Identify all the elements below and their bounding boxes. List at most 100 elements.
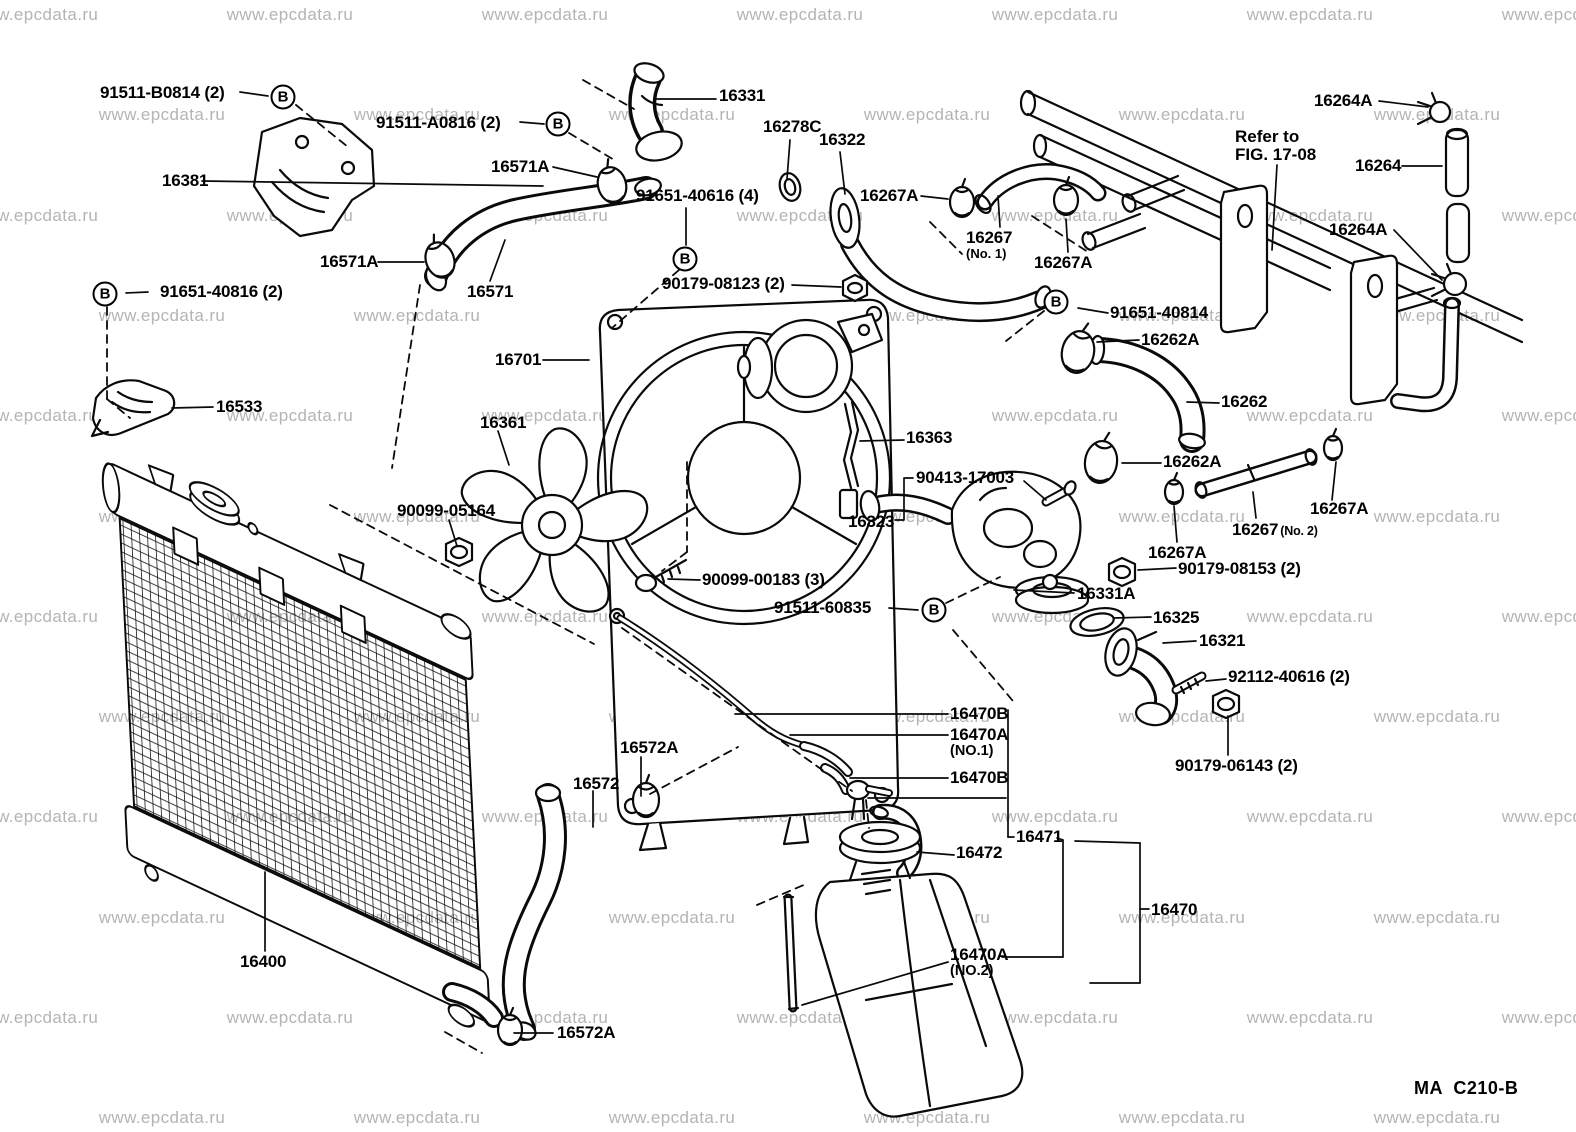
watermark-text: www.epcdata.ru — [1501, 1008, 1576, 1027]
part-number: 91651-40816 (2) — [160, 282, 283, 301]
radiator-drawing — [101, 462, 491, 1028]
watermark-text: www.epcdata.ru — [98, 305, 226, 325]
part-label-16572A-1: 16572A — [620, 738, 679, 757]
part-number: 91511-60835 — [774, 598, 872, 617]
part-label-16471: 16471 — [1016, 827, 1063, 846]
part-number: 16470B — [950, 704, 1009, 723]
upper-hose-16571-drawing — [424, 176, 662, 292]
part-label-16321: 16321 — [1199, 631, 1245, 650]
part-label-16361: 16361 — [480, 413, 526, 432]
lower-hose-16572-drawing — [501, 783, 567, 1041]
clamp-16267A-2-drawing — [1052, 175, 1080, 217]
part-number: 91651-40814 — [1110, 303, 1209, 322]
watermark-text: www.epcdata.ru — [0, 807, 99, 827]
part-number: 16267A — [1034, 253, 1093, 272]
watermark-text: www.epcdata.ru — [98, 1108, 226, 1128]
part-label-16267A-4: 16267A — [1148, 543, 1207, 562]
part-label-16381: 16381 — [162, 171, 208, 190]
part-number: 16264 — [1355, 156, 1402, 175]
fan-blade-drawing — [460, 427, 649, 613]
overflow-tube-no1-drawing — [616, 614, 853, 777]
part-number: 91651-40616 (4) — [636, 186, 759, 205]
part-number: 90179-06143 (2) — [1175, 756, 1298, 775]
part-number-qualifier: (NO.2) — [950, 963, 994, 980]
bolt-callout-B: B — [270, 84, 296, 110]
part-number: 16571A — [320, 252, 379, 271]
watermark-text: www.epcdata.ru — [1501, 205, 1576, 225]
watermark-text: www.epcdata.ru — [1246, 606, 1374, 626]
part-label-91511-A0816: 91511-A0816 (2) — [376, 113, 501, 132]
part-number: 16470B — [950, 768, 1009, 787]
nut-90099-05164-drawing — [444, 536, 474, 568]
clamp-16267A-4-drawing — [1163, 471, 1185, 506]
clamp-16262A-2-drawing — [1083, 431, 1119, 485]
part-label-16472: 16472 — [956, 843, 1002, 862]
watermark-text: www.epcdata.ru — [736, 1008, 864, 1027]
part-label-16571A-1: 16571A — [491, 157, 550, 176]
watermark-text: www.epcdata.ru — [991, 1008, 1119, 1027]
part-number: 16471 — [1016, 827, 1063, 846]
part-number-qualifier: (No. 2) — [1280, 524, 1318, 538]
watermark-text: www.epcdata.ru — [1118, 1108, 1246, 1128]
clamp-16267A-1-drawing — [948, 177, 976, 219]
part-label-91511-B0814: 91511-B0814 (2) — [100, 83, 225, 102]
part-label-90099-05164: 90099-05164 — [397, 501, 496, 520]
nut-90179-08153-drawing — [1107, 556, 1137, 588]
watermark-text: www.epcdata.ru — [481, 606, 609, 626]
watermark-text: www.epcdata.ru — [991, 406, 1119, 426]
part-label-90099-00183: 90099-00183 (3) — [702, 570, 825, 589]
stud-92112-drawing — [1171, 671, 1207, 695]
part-number: 16331 — [719, 86, 766, 105]
watermark-text: www.epcdata.ru — [481, 406, 609, 426]
watermark-text: www.epcdata.ru — [1246, 5, 1374, 24]
watermark-text: www.epcdata.ru — [353, 305, 481, 325]
part-number: 90099-05164 — [397, 501, 496, 520]
watermark-text: www.epcdata.ru — [0, 606, 99, 626]
part-number: 16470A — [950, 945, 1009, 964]
figure-reference-line1: Refer to — [1235, 127, 1300, 146]
figure-reference-note: Refer to FIG. 17-08 — [1235, 128, 1316, 164]
part-label-16322: 16322 — [819, 130, 866, 149]
watermark-text: www.epcdata.ru — [1373, 907, 1501, 927]
part-label-16278C: 16278C — [763, 117, 822, 136]
part-label-90413-17003: 90413-17003 — [916, 468, 1014, 487]
part-number: 16267 — [966, 228, 1013, 247]
overflow-tube-no2-drawing — [782, 893, 800, 1013]
part-number: 16322 — [819, 130, 866, 149]
part-number: 16470 — [1151, 900, 1198, 919]
part-number: 16363 — [906, 428, 953, 447]
watermark-text: www.epcdata.ru — [1246, 406, 1374, 426]
watermark-text: www.epcdata.ru — [98, 105, 226, 125]
part-label-91651-40814: 91651-40814 — [1110, 303, 1209, 322]
watermark-text: www.epcdata.ru — [1501, 406, 1576, 426]
watermark-text: www.epcdata.ru — [608, 1108, 736, 1128]
part-number: 91511-B0814 (2) — [100, 83, 225, 102]
watermark-text: www.epcdata.ru — [991, 205, 1119, 225]
part-number: 16262A — [1141, 330, 1200, 349]
part-label-16701: 16701 — [495, 350, 541, 369]
hose-16470B-drawing — [820, 763, 851, 795]
part-number: 16572A — [557, 1023, 616, 1042]
part-number: 16278C — [763, 117, 822, 136]
watermark-text: www.epcdata.ru — [991, 807, 1119, 827]
water-inlet-pipe-16323-drawing — [859, 490, 957, 525]
hose-16262-drawing — [1085, 334, 1206, 453]
part-number: 16262A — [1163, 452, 1222, 471]
part-label-16571A-2: 16571A — [320, 252, 379, 271]
part-label-16262A-1: 16262A — [1141, 330, 1200, 349]
watermark-text: www.epcdata.ru — [1246, 807, 1374, 827]
part-number: 90179-08153 (2) — [1178, 559, 1301, 578]
part-label-90179-06143: 90179-06143 (2) — [1175, 756, 1298, 775]
part-number: 16470A — [950, 725, 1009, 744]
part-label-16267-no2: 16267(No. 2) — [1232, 520, 1318, 539]
bolt-callout-B: B — [545, 111, 571, 137]
tube-joint-drawing — [845, 779, 893, 821]
watermark-text: www.epcdata.ru — [608, 907, 736, 927]
clamp-16262A-1-drawing — [1060, 322, 1096, 374]
bolt-callout-B: B — [1043, 289, 1069, 315]
part-label-16267A-2: 16267A — [1034, 253, 1093, 272]
watermark-text: www.epcdata.ru — [226, 5, 354, 24]
part-label-16572: 16572 — [573, 774, 619, 793]
part-number: 16572A — [620, 738, 679, 757]
part-number: 16262 — [1221, 392, 1268, 411]
